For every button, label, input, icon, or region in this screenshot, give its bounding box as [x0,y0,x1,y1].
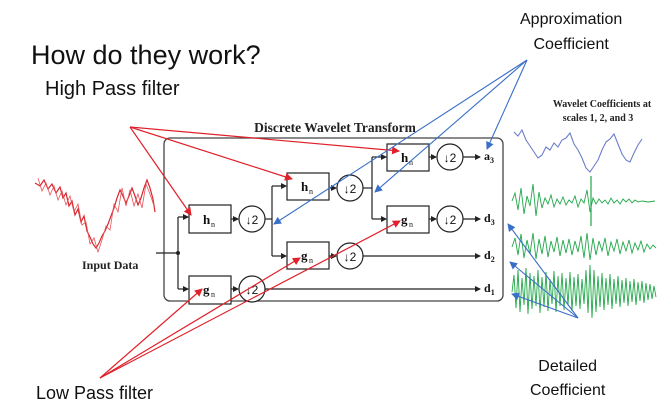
a3-output-label: a3 [484,149,494,165]
detailed-coefficient-label: Detailed Coefficient [530,355,605,403]
low-pass-filter-label-2: g [301,248,308,263]
approximation-pointers [273,59,528,225]
high-pass-filter-label-2: h [301,179,309,194]
dwt-title: Discrete Wavelet Transform [254,120,416,135]
detail-signal-d3 [511,176,656,226]
low-pass-filter-sub-3: n [409,220,413,229]
detail-signal-d1 [511,264,657,319]
d3-output-label: d3 [484,211,495,227]
low-pass-filter-box-1 [188,275,232,305]
downsample-label-2: ↓2 [246,283,259,297]
low-pass-pointers [99,220,401,379]
d2-letter: d [484,248,491,262]
detailed-label-line2: Coefficient [530,382,606,399]
downsample-label-3: ↓2 [344,182,357,196]
high-pass-filter-sub-3: n [409,158,413,167]
d1-sub: 1 [491,288,495,297]
d3-sub: 3 [491,218,495,227]
low-pass-filter-box-2 [286,241,330,270]
downsample-label-4: ↓2 [344,250,357,264]
low-pass-filter-box-3 [386,205,430,234]
low-pass-filter-label-1: g [203,282,210,297]
high-pass-filter-box-2 [286,172,330,201]
downsample-label-1: ↓2 [246,213,259,227]
high-pass-filter-label-1: h [203,212,211,227]
approximation-label-line2: Coefficient [533,36,609,53]
input-data-label: Input Data [82,258,138,272]
coefficients-title-line1: Wavelet Coefficients at [553,99,652,110]
high-pass-filter-label: High Pass filter [45,78,180,100]
low-pass-filter-sub-2: n [309,256,313,265]
d1-output-label: d1 [484,281,495,297]
detailed-pointers [507,223,579,319]
approximation-coefficient-label: Approximation Coefficient [520,7,622,57]
detailed-label-line1: Detailed [538,358,597,375]
detail-signal-d2 [511,232,657,261]
slide-title: How do they work? [31,40,261,70]
a3-letter: a [484,149,490,163]
input-signal-noise [37,177,155,254]
input-signal-waveform [34,178,156,250]
d1-letter: d [484,281,491,295]
downsample-label-6: ↓2 [444,213,457,227]
low-pass-filter-sub-1: n [211,290,215,299]
a3-sub: 3 [490,156,494,165]
approximation-label-line1: Approximation [520,11,623,28]
low-pass-filter-label: Low Pass filter [36,383,154,403]
input-junction [176,251,180,255]
low-pass-filter-label-3: g [401,212,408,227]
high-pass-filter-sub-2: n [309,187,313,196]
high-pass-filter-label-3: h [401,150,409,165]
downsample-label-5: ↓2 [444,151,457,165]
approximation-signal-waveform [513,128,643,173]
coefficients-title-line2: scales 1, 2, and 3 [563,113,634,124]
dwt-frame [163,137,504,302]
d2-sub: 2 [491,255,495,264]
high-pass-filter-sub-1: n [211,220,215,229]
d2-output-label: d2 [484,248,495,264]
high-pass-pointers [129,126,400,216]
d3-letter: d [484,211,491,225]
